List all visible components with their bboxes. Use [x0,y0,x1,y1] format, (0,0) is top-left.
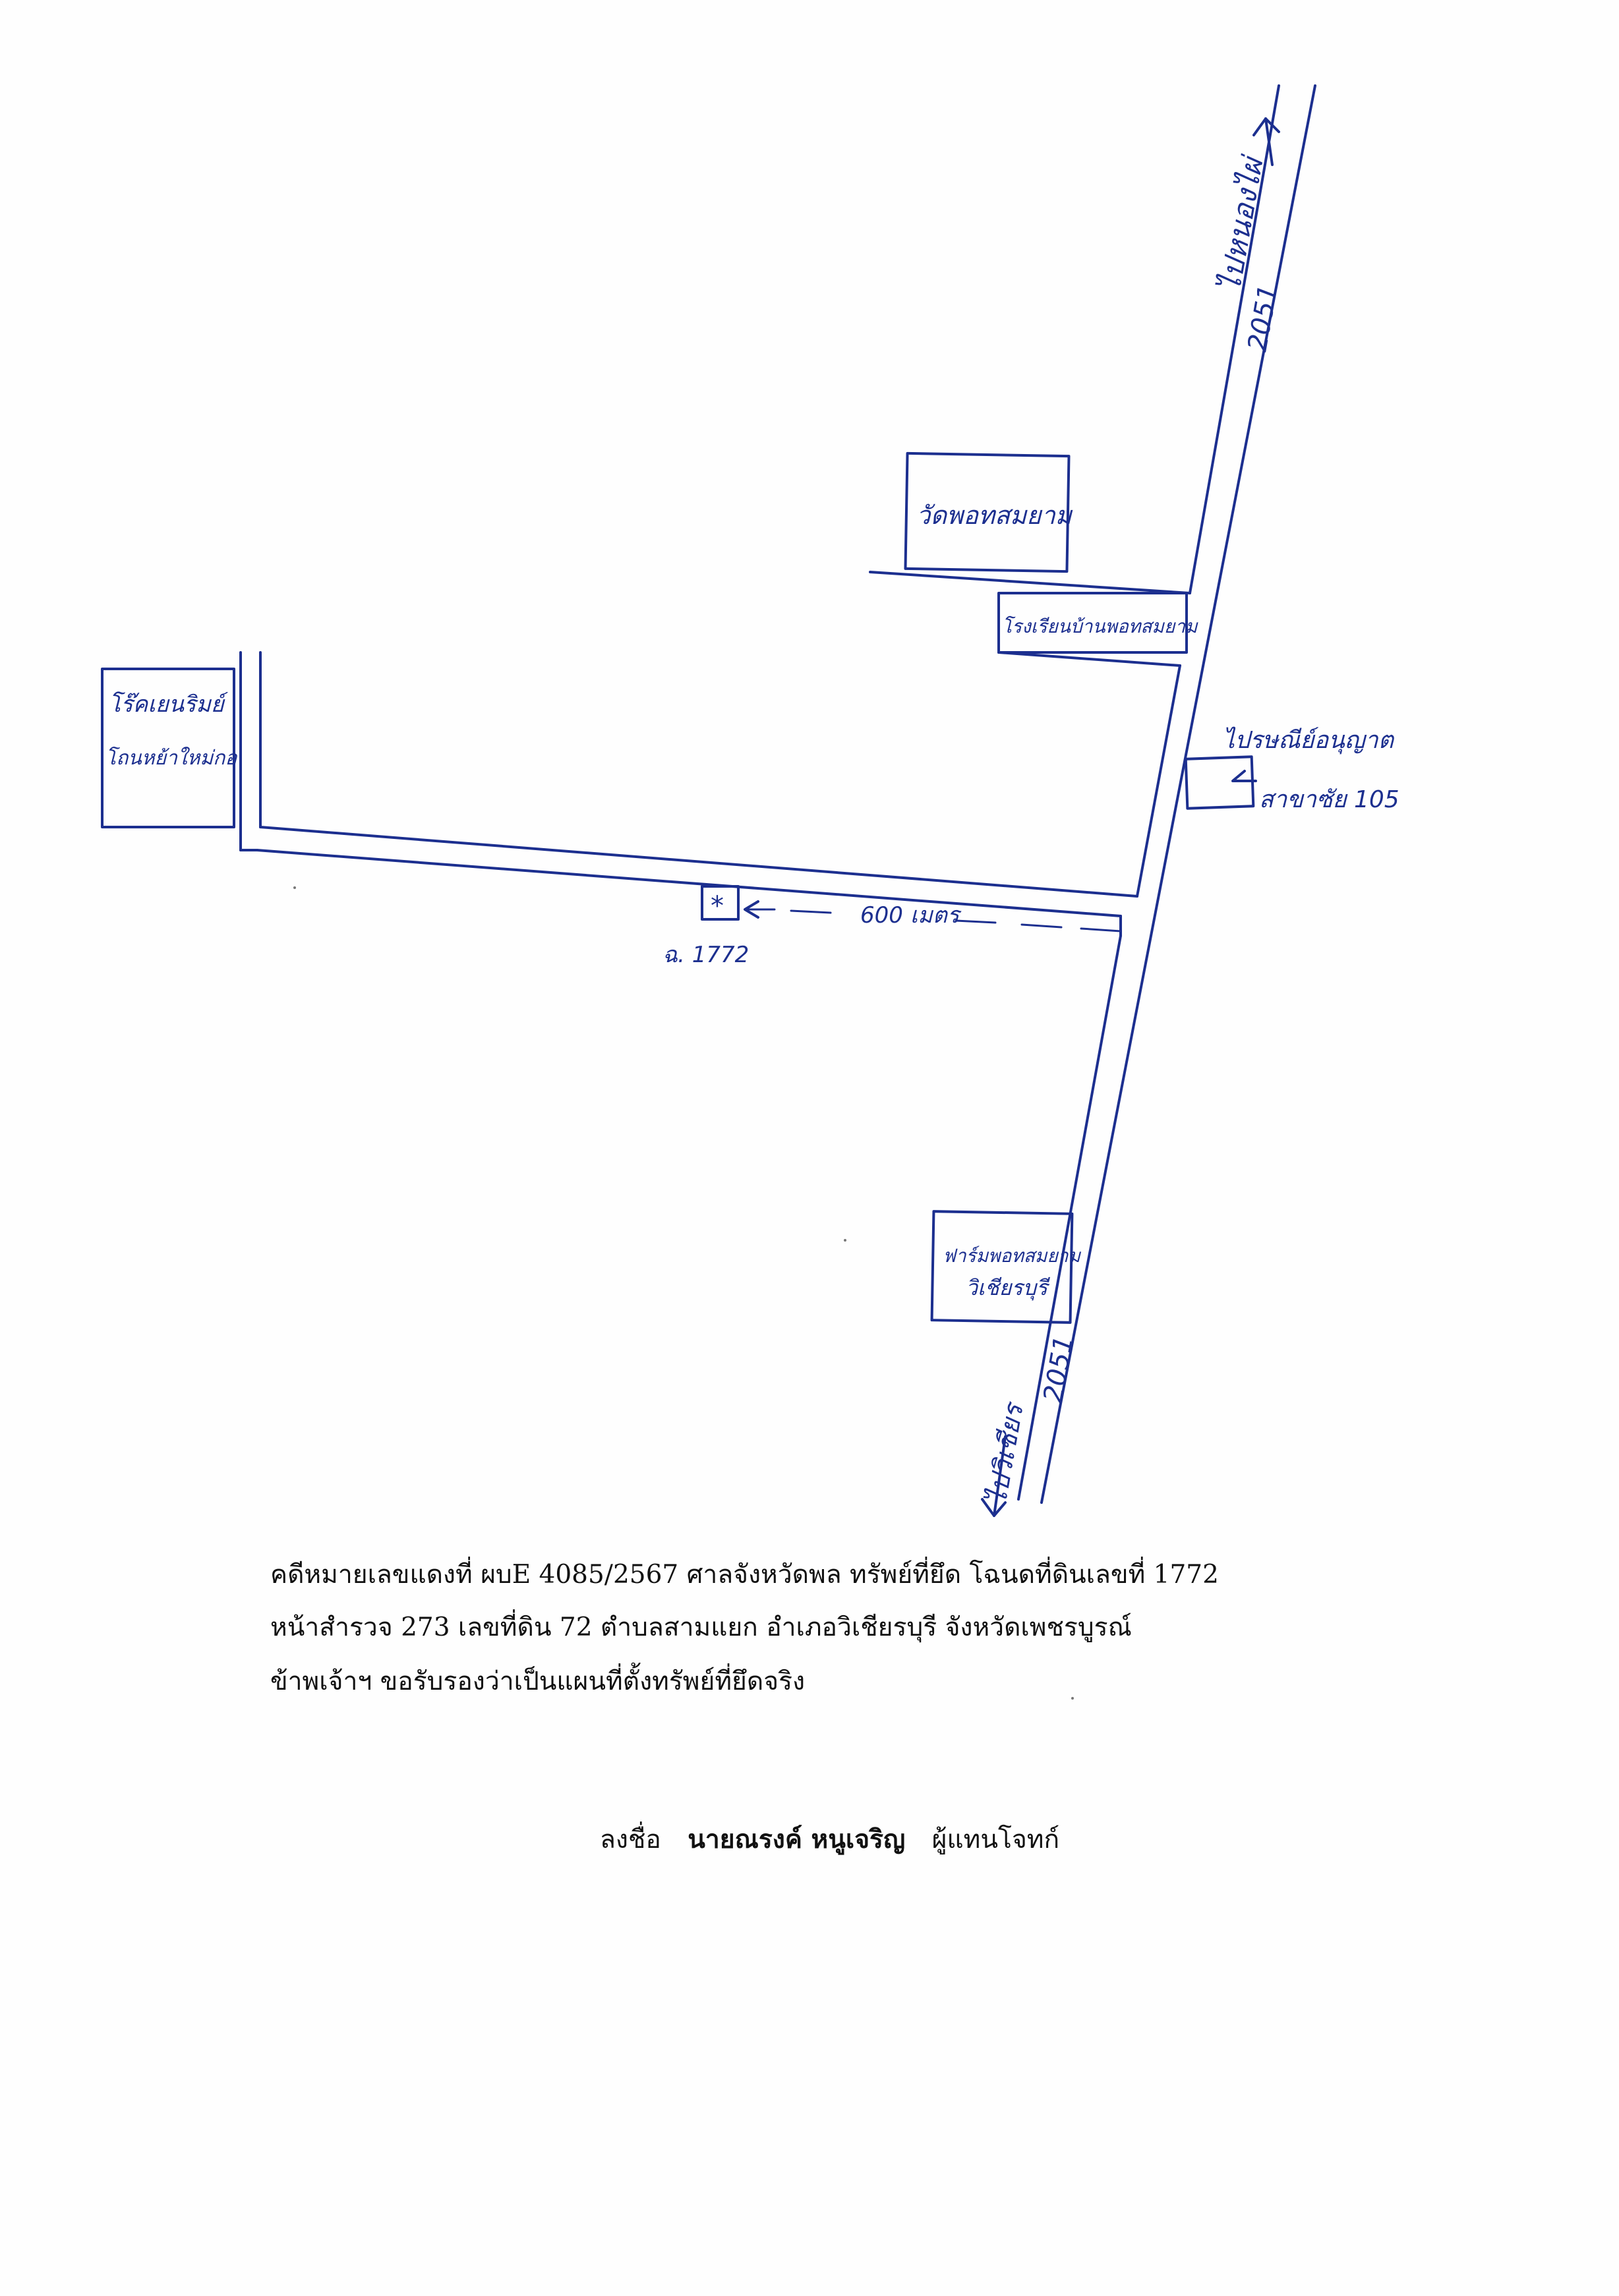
school-top-line [869,571,1191,594]
parcel-marker: * [711,891,724,921]
scan-speck [293,886,296,889]
distance-dash-2 [955,919,997,924]
signer-name: นายณรงค์ หนูเจริญ [688,1824,906,1854]
top-left-place-box [101,668,235,828]
road-number-south: 2051 [1038,1333,1080,1404]
parcel-box [701,885,740,921]
side-road-south-edge [256,849,1122,917]
school-bottom-line [997,651,1181,667]
farm-label-1: ฟาร์มพอทสมยาม [943,1245,1081,1267]
top-left-label-2: โถนหย้าใหม่กอ [105,746,238,770]
main-road-west-edge [1189,84,1280,594]
signature-label: ลงชื่อ [600,1825,661,1854]
parcel-label: ฉ. 1772 [662,942,749,968]
case-caption-line-1: คดีหมายเลขแดงที่ ผบE 4085/2567 ศาลจังหวั… [270,1560,1219,1590]
signer-role: ผู้แทนโจทก์ [931,1825,1060,1854]
post-office-label-2: สาขาซัย 105 [1259,786,1399,813]
main-road-west-edge-lower [1136,664,1181,898]
case-caption-line-3: ข้าพเจ้าฯ ขอรับรองว่าเป็นแผนที่ตั้งทรัพย… [270,1667,806,1696]
north-arrow-shaft [1264,117,1274,166]
distance-dash-1 [790,909,832,914]
north-arrow-head-icon [1252,117,1280,136]
to-south-label: ไปวิเชียร [982,1399,1030,1507]
south-arrow-head-icon [981,1498,1007,1517]
farm-label-2: วิเชียรบุรี [966,1275,1050,1301]
main-road-west-edge-south [1017,934,1122,1501]
signature-line: ลงชื่อ นายณรงค์ หนูเจริญ ผู้แทนโจทก์ [600,1819,1078,1860]
hand-drawn-location-map: 2051 2051 ไปหนองไผ่ ไปวิเชียร วัดพอทสมยา… [101,84,1399,1517]
school-box [997,592,1188,654]
case-caption-line-2: หน้าสำรวจ 273 เลขที่ดิน 72 ตำบลสามแยก อำ… [270,1613,1132,1642]
temple-box [904,451,1071,573]
main-road-east-edge [1040,84,1316,1504]
south-arrow-shaft [993,1435,1007,1517]
to-north-label: ไปหนองไผ่ [1214,152,1271,295]
post-office-box [1184,755,1255,810]
side-road-north-edge [259,826,1138,898]
school-label: โรงเรียนบ้านพอทสมยาม [1002,616,1198,637]
road-number-north: 2051 [1243,282,1284,353]
temple-label: วัดพอทสมยาม [916,501,1073,530]
distance-dash-4 [1080,927,1122,933]
post-office-label-1: ไปรษณีย์อนุญาต [1223,726,1395,755]
post-office-arrow-icon [1231,770,1257,782]
distance-arrow-head-icon [744,900,759,919]
scan-speck [844,1239,846,1242]
distance-label: 600 เมตร [860,902,962,929]
distance-dash-3 [1020,923,1063,929]
scan-speck [1071,1697,1074,1700]
farm-box [930,1210,1074,1324]
top-left-label-1: โร๊คเยนริมย์ [109,691,229,718]
